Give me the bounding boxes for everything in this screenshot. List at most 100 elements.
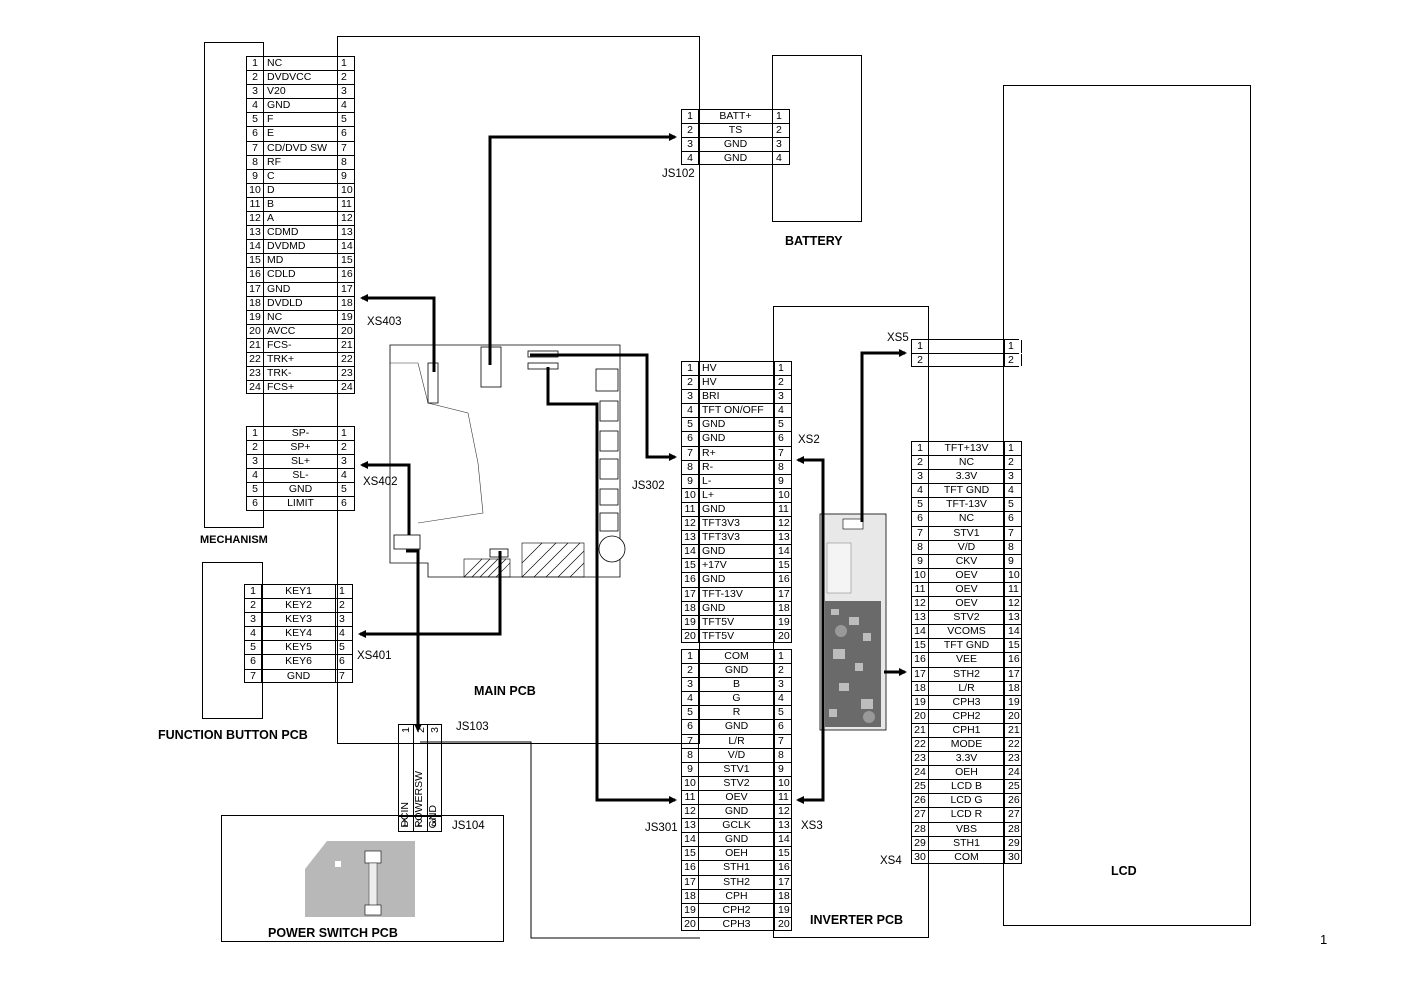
pin-number: 23 [911,752,929,766]
pin-number: 5 [246,113,264,127]
pin-number: 15 [681,559,699,573]
pin-name: STH1 [723,861,750,874]
pin-number: 3 [681,390,699,404]
pin-number: 5 [911,498,929,512]
pin-name: DVDVCC [267,71,312,84]
pin-number-right: 6 [774,720,792,734]
pin-number-right: 5 [337,113,355,127]
pin-number-right: 14 [774,833,792,847]
pin-name: GND [724,720,749,733]
pin-number-right: 15 [337,254,355,268]
pin-number: 14 [681,545,699,559]
pin-number: 8 [911,540,929,554]
pin-number: 16 [911,653,929,667]
js104-bottom-pins: 1 2 3 [398,816,442,832]
pin-number: 12 [681,805,699,819]
pin-number: 20 [246,324,264,338]
pin-number-right: 3 [772,138,790,152]
pin-number: 12 [911,597,929,611]
js104-label: JS104 [452,820,485,832]
pin-number: 13 [681,819,699,833]
pin-name: GND [723,152,748,165]
pin-name: R [732,706,741,719]
pin-number: 15 [246,254,264,268]
pin-number: 20 [681,917,699,930]
pin-number: 3 [246,85,264,99]
pin-number: 11 [246,197,264,212]
pin-number-right: 12 [337,212,355,226]
pin-number: 7 [244,669,262,682]
pin-number-right: 1 [774,362,792,376]
pin-name: B [267,197,275,210]
pin-number-right: 6 [337,497,355,510]
pin-number-right: 12 [774,517,792,531]
pin-number: 2 [246,441,264,455]
pin-number: 9 [911,554,929,568]
pin-name: CPH2 [722,903,751,916]
pin-number: 12 [681,517,699,531]
pin-number-right: 7 [335,669,353,682]
pin-name: L/R [958,681,975,694]
pin-name: MD [267,254,284,267]
pin-name: STV2 [723,776,750,789]
pin-name: OEV [725,790,748,803]
pin-name: KEY3 [285,613,312,626]
pin-number: 19 [911,695,929,709]
pin-name: RF [267,155,281,168]
pin-name: DVDMD [267,240,306,253]
inverter-pcb-image [819,513,887,731]
pin-number-right: 12 [774,805,792,819]
pin-number-right: 4 [337,99,355,113]
pin-name: GND [724,805,749,818]
pin-number-right: 10 [1004,568,1022,582]
pin-number-right: 11 [1004,582,1022,597]
xs3-label: XS3 [801,820,823,832]
pin-number-right: 11 [337,197,355,212]
pin-name: OEV [955,582,978,595]
pin-number: 1 [681,362,699,376]
pin-number: 6 [681,720,699,734]
pin-number: 11 [681,790,699,805]
pin-number: 3 [681,678,699,692]
pin-number: 6 [681,432,699,446]
xs402-label: XS402 [363,476,398,488]
pin-number: 7 [681,734,699,748]
pin-name: STH2 [723,875,750,888]
js103-label: JS103 [456,721,489,733]
pin-number-right: 4 [1004,484,1022,498]
pin-name: R- [702,460,714,473]
pin-name: +17V [702,559,727,572]
xs5-label: XS5 [887,332,909,344]
pin-name: R+ [702,446,716,459]
pin-number-right: 13 [774,819,792,833]
pin-number-right: 19 [337,310,355,324]
pin-name: A [267,212,275,225]
pin-number-right: 7 [337,141,355,155]
pin-number: 4 [681,152,699,165]
